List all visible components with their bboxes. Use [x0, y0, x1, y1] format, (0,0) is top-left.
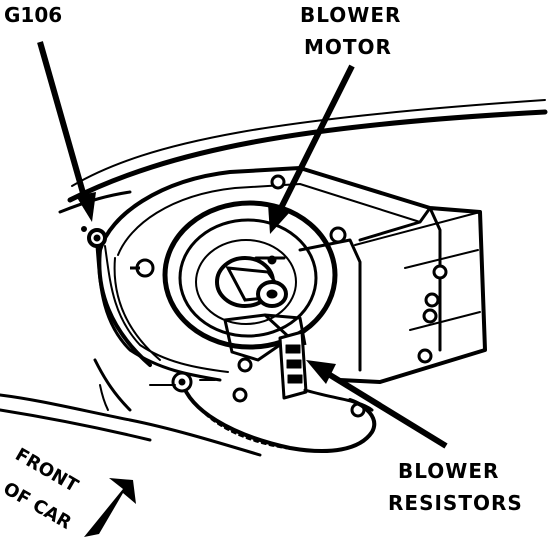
blower-motor — [215, 255, 288, 308]
label-blower-motor-line2: MOTOR — [304, 35, 392, 59]
fan-scroll — [162, 200, 338, 350]
g106-leader-arrow — [37, 41, 96, 222]
dashboard-panel — [58, 99, 548, 214]
front-of-car-arrow — [84, 478, 136, 537]
label-blower-resistors-line2: RESISTORS — [388, 491, 523, 515]
blower-resistors-leader-arrow — [306, 360, 448, 449]
label-blower-resistors-line1: BLOWER — [398, 459, 499, 483]
wiring-harness — [95, 244, 377, 454]
label-g106: G106 — [4, 3, 62, 27]
firewall-panel — [0, 358, 262, 457]
blower-motor-leader-arrow — [268, 64, 355, 234]
ground-terminal-g106 — [81, 226, 107, 248]
blower-resistor-block — [278, 330, 308, 400]
label-blower-motor-line1: BLOWER — [300, 3, 401, 27]
